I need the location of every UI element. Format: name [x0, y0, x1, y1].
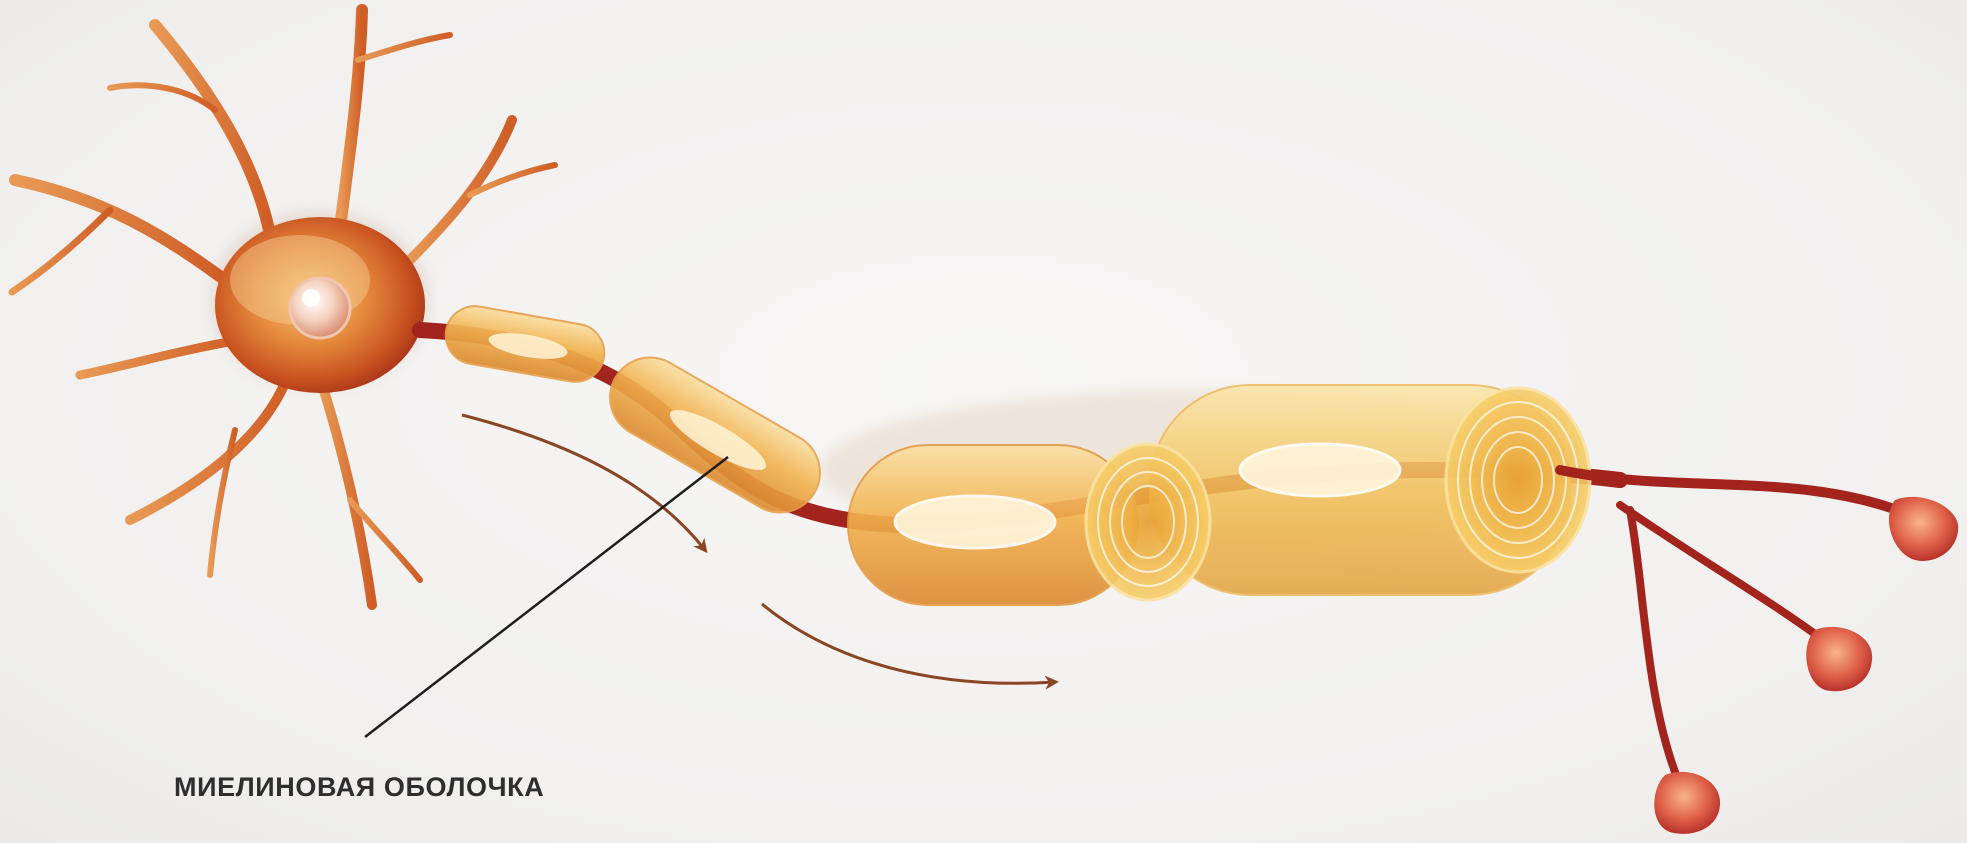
myelin-sheath-label: МИЕЛИНОВАЯ ОБОЛОЧКА — [174, 772, 544, 803]
signal-arrow-lower — [762, 604, 1055, 683]
soma — [215, 217, 425, 393]
synaptic-terminals — [1654, 497, 1958, 834]
label-leader-line — [365, 457, 728, 737]
myelin-sheath — [441, 302, 1570, 605]
axon-terminals — [1560, 470, 1910, 785]
